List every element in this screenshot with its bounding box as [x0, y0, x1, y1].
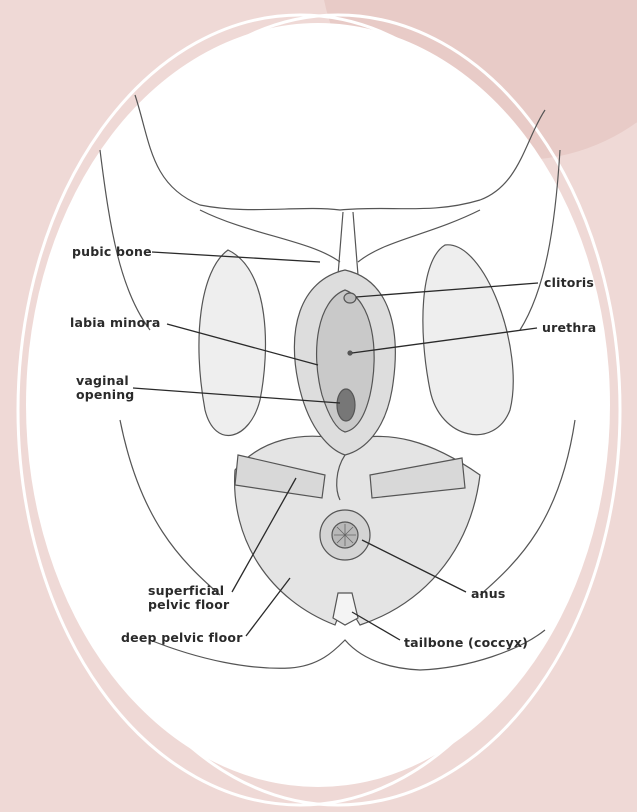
- label-tailbone: tailbone (coccyx): [404, 636, 528, 650]
- clitoris-shape: [344, 293, 356, 303]
- urethra-shape: [348, 351, 352, 355]
- label-anus: anus: [471, 587, 505, 601]
- label-clitoris: clitoris: [544, 276, 594, 290]
- anus-folds: [334, 524, 356, 546]
- label-deep-pelvic-floor: deep pelvic floor: [121, 631, 243, 645]
- label-pubic-bone: pubic bone: [72, 245, 152, 259]
- label-urethra: urethra: [542, 321, 596, 335]
- vaginal-opening-shape: [337, 389, 355, 421]
- label-vaginal-opening: vaginal opening: [76, 374, 134, 402]
- label-superficial-pelvic-floor: superficial pelvic floor: [148, 584, 229, 612]
- label-labia-minora: labia minora: [70, 316, 161, 330]
